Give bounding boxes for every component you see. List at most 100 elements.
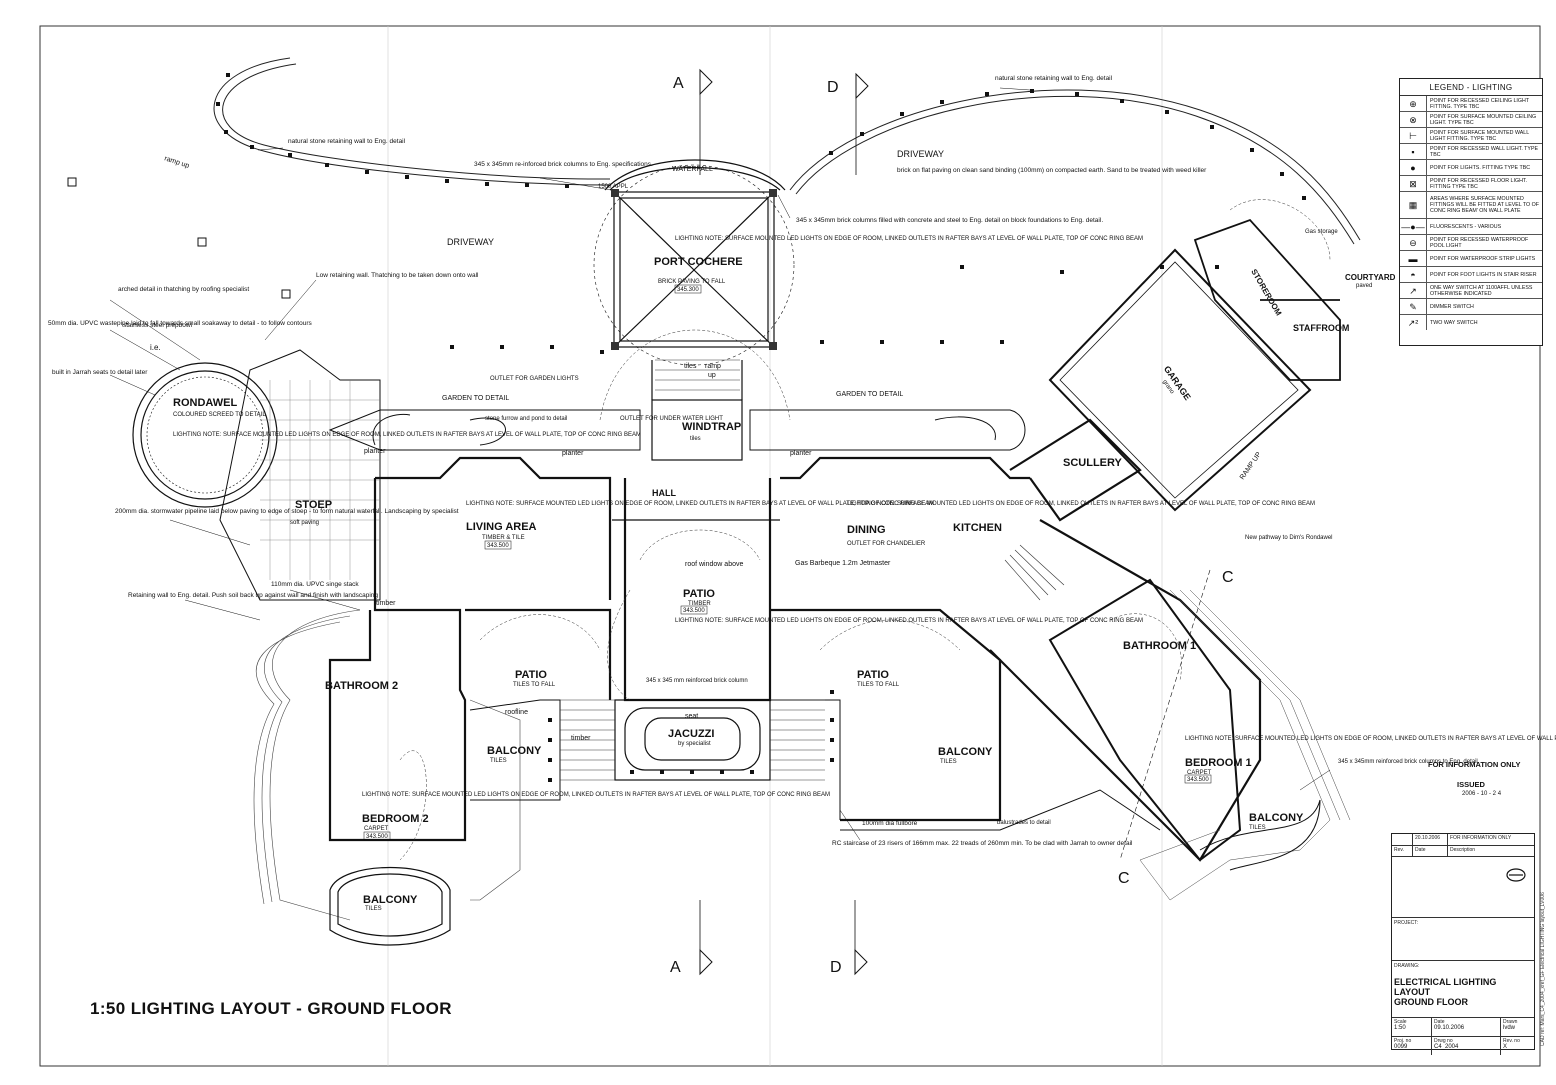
port-cochere-structure xyxy=(593,159,795,366)
title-block: 20.10.2006 FOR INFORMATION ONLY Rev. Dat… xyxy=(1391,833,1535,1055)
room-balcony-bed1: BALCONY TILES xyxy=(1249,812,1304,831)
label-stone-furrow: stone furrow and pond to detail xyxy=(485,416,567,422)
svg-text:C: C xyxy=(1222,569,1234,586)
label-roofline: roofline xyxy=(505,709,528,716)
surface-wall-icon: ⊢ xyxy=(1400,128,1427,143)
svg-text:TILES: TILES xyxy=(365,906,382,912)
annotation-leaders xyxy=(109,87,1331,841)
svg-text:TILES: TILES xyxy=(940,759,957,765)
scale-value: 1:50 xyxy=(1394,1025,1406,1031)
room-storeroom: STOREROOM xyxy=(1249,267,1283,317)
stoep-paving xyxy=(219,349,381,601)
room-living: LIVING AREA TIMBER & TILE 343.500 xyxy=(466,521,537,550)
legend-row: —●—FLUORESCENTS - VARIOUS xyxy=(1400,219,1542,235)
legend-row: ✎DIMMER SWITCH xyxy=(1400,299,1542,315)
room-windtrap: WINDTRAP tiles xyxy=(682,421,741,442)
stair-riser-icon: ◓ xyxy=(1400,267,1427,282)
svg-text:soft paving: soft paving xyxy=(290,520,319,526)
room-balcony-left: BALCONY TILES xyxy=(487,745,542,764)
svg-text:PATIO: PATIO xyxy=(683,588,715,600)
note-retaining-eng: Retaining wall to Eng. detail. Push soil… xyxy=(128,592,378,599)
room-jacuzzi: JACUZZI by specialist xyxy=(668,728,714,747)
label-driveway-right: DRIVEWAY xyxy=(897,149,944,159)
retaining-wall-left xyxy=(213,57,611,186)
page-title: 1:50 LIGHTING LAYOUT - GROUND FLOOR xyxy=(90,999,452,1018)
room-garage: GARAGE grano xyxy=(1161,364,1193,402)
room-balcony-right: BALCONY TILES xyxy=(938,746,993,765)
one-way-switch-icon: ↗ xyxy=(1400,283,1427,298)
room-dining: DINING xyxy=(847,524,886,536)
room-staffroom: STAFFROOM xyxy=(1293,323,1349,333)
note-lighting-patio: LIGHTING NOTE: SURFACE MOUNTED LED LIGHT… xyxy=(675,618,1143,624)
section-marker-d-bottom: D xyxy=(830,900,868,976)
svg-text:STOREROOM: STOREROOM xyxy=(1249,267,1283,317)
svg-text:WINDTRAP: WINDTRAP xyxy=(682,421,741,433)
garden-light-markers xyxy=(67,73,1306,299)
room-courtyard: COURTYARD paved xyxy=(1345,273,1396,289)
label-balustrades: balustrades to detail xyxy=(997,820,1051,826)
legend-row: ⊖POINT FOR RECESSED WATERPROOF POOL LIGH… xyxy=(1400,235,1542,251)
issued-date: 2006 - 10 - 2 4 xyxy=(1462,791,1502,797)
stair-treads xyxy=(560,359,1065,781)
svg-text:BALCONY: BALCONY xyxy=(938,746,993,758)
svg-text:345.300: 345.300 xyxy=(677,287,699,293)
svg-text:343.500: 343.500 xyxy=(1187,777,1209,783)
note-low-wall: Low retaining wall. Thatching to be take… xyxy=(316,272,479,279)
room-bathroom1: BATHROOM 1 xyxy=(1123,640,1196,652)
recessed-wall-icon: ▪ xyxy=(1400,144,1427,159)
room-bathroom2: BATHROOM 2 xyxy=(325,680,398,692)
house-walls xyxy=(328,418,1262,862)
svg-text:tiles: tiles xyxy=(690,436,701,442)
svg-text:C: C xyxy=(1118,870,1130,887)
svg-text:TILES TO FALL: TILES TO FALL xyxy=(513,682,556,688)
label-seat: seat xyxy=(685,713,698,720)
drawing-number: C4_2004 xyxy=(1434,1044,1459,1050)
svg-text:BEDROOM 1: BEDROOM 1 xyxy=(1185,757,1252,769)
garage-structure xyxy=(1048,248,1312,512)
note-upvc-stack: 110mm dia. UPVC singe stack xyxy=(271,581,359,588)
svg-text:A: A xyxy=(673,75,684,92)
wiring-runs xyxy=(399,199,1331,861)
svg-text:paved: paved xyxy=(1356,283,1372,289)
garden-strip xyxy=(328,409,1026,451)
label-planter-2: planter xyxy=(562,450,584,457)
note-brick-columns: 345 x 345mm re-inforced brick columns to… xyxy=(474,161,653,168)
note-lighting-living: LIGHTING NOTE: SURFACE MOUNTED LED LIGHT… xyxy=(466,501,934,507)
room-balcony-bed2: BALCONY TILES xyxy=(363,894,418,912)
legend-row: ⊕POINT FOR RECESSED CEILING LIGHT FITTIN… xyxy=(1400,96,1542,112)
room-kitchen: KITCHEN xyxy=(953,522,1002,534)
label-garden-left: GARDEN TO DETAIL xyxy=(442,395,509,402)
svg-text:RONDAWEL: RONDAWEL xyxy=(173,397,237,409)
note-retaining-natural-2: natural stone retaining wall to Eng. det… xyxy=(995,75,1113,82)
drawing-title-1: ELECTRICAL LIGHTING xyxy=(1394,977,1497,987)
bedroom2-roof-hatch xyxy=(253,609,521,921)
label-outlet-water: OUTLET FOR UNDER WATER LIGHT xyxy=(620,416,723,422)
note-stormwater: 200mm dia. stormwater pipeline laid belo… xyxy=(115,508,459,515)
note-wastepipe: 50mm dia. UPVC wastepipe laid to fall to… xyxy=(48,320,312,327)
room-port-cochere: PORT COCHERE BRICK PAVING TO FALL 345.30… xyxy=(654,256,743,294)
bedroom1-structure xyxy=(1048,578,1242,862)
recessed-ceiling-icon: ⊕ xyxy=(1400,96,1427,111)
section-marker-d-top: D xyxy=(827,72,869,175)
note-driveway-paving: brick on flat paving on clean sand bindi… xyxy=(897,167,1207,174)
room-patio-center: PATIO TIMBER 343.500 xyxy=(680,588,715,615)
note-brick-columns-2: 345 x 345mm brick columns filled with co… xyxy=(796,217,1103,224)
label-gas-storage: Gas storage xyxy=(1305,229,1338,235)
bedroom2-balcony xyxy=(329,867,451,946)
svg-text:TIMBER: TIMBER xyxy=(688,601,711,607)
label-driveway-left: DRIVEWAY xyxy=(447,237,494,247)
revision-number: X xyxy=(1503,1044,1508,1050)
svg-text:CARPET: CARPET xyxy=(364,826,389,832)
note-lighting-dining: LIGHTING NOTE: SURFACE MOUNTED LED LIGHT… xyxy=(847,501,1315,507)
label-appl: 1500 APPL xyxy=(598,184,629,190)
svg-text:343.500: 343.500 xyxy=(487,543,509,549)
section-marker-a-bottom: A xyxy=(670,900,713,976)
drawing-title-3: GROUND FLOOR xyxy=(1394,997,1468,1007)
note-fullbore: 100mm dia fullbore xyxy=(862,820,918,827)
label-ramp-up: ramp up xyxy=(163,155,190,170)
room-bedroom2: BEDROOM 2 CARPET 343.500 xyxy=(362,813,429,841)
svg-text:TILES TO FALL: TILES TO FALL xyxy=(857,682,900,688)
two-way-switch-icon: ↗² xyxy=(1400,315,1427,330)
